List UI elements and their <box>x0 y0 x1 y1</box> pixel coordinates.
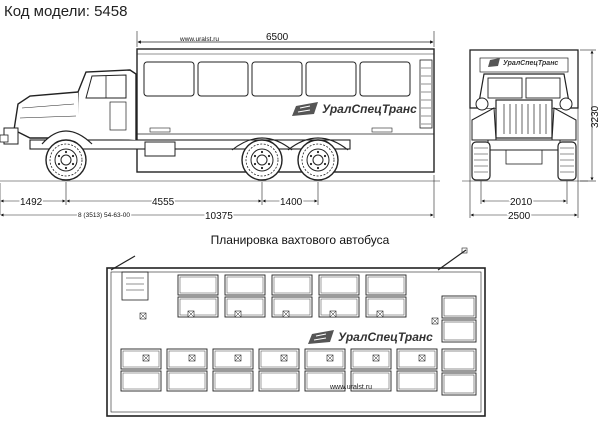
dim-width: 2500 <box>508 211 531 222</box>
dim-wheelbase-rear: 1400 <box>280 197 303 208</box>
cab <box>77 69 137 140</box>
dim-front-overhang: 1492 <box>20 197 43 208</box>
front-left-tyre <box>471 141 491 181</box>
side-view <box>0 48 435 173</box>
dim-track: 2010 <box>510 197 533 208</box>
dim-height: 3230 <box>590 105 600 128</box>
side-brand-text: УралСпецТранс <box>322 102 417 116</box>
model-code: 5458 <box>94 3 128 20</box>
dim-body-length: 6500 <box>266 32 289 43</box>
front-brand-logo: УралСпецТранс <box>488 58 558 67</box>
phone-number: 8 (3513) 54-63-00 <box>78 212 130 219</box>
side-brand-logo: УралСпецТранс <box>292 102 417 116</box>
plan-brand-logo: УралСпецТранс <box>308 330 433 344</box>
side-dimensions <box>0 175 435 218</box>
body-window <box>251 61 303 97</box>
front-grille <box>495 99 553 139</box>
side-website: www.uralst.ru <box>179 36 219 43</box>
seats-top-row <box>139 275 406 320</box>
seats-rear <box>431 295 477 396</box>
plan-brand-text: УралСпецТранс <box>338 330 433 344</box>
body-window <box>359 61 411 97</box>
model-label: Код модели: <box>4 3 90 20</box>
front-brand-text: УралСпецТранс <box>503 60 558 67</box>
front-view <box>462 49 588 182</box>
hood <box>13 91 80 139</box>
dim-total-length: 10375 <box>205 211 233 222</box>
front-right-tyre <box>557 141 577 181</box>
front-dimensions <box>469 49 596 218</box>
bus-body <box>136 48 435 173</box>
plan-website: www.uralst.ru <box>329 384 372 391</box>
body-window <box>143 61 195 97</box>
body-window <box>197 61 249 97</box>
body-window <box>305 61 357 97</box>
model-code-header: Код модели: 5458 <box>4 3 127 20</box>
dim-wheelbase-front: 4555 <box>152 197 175 208</box>
layout-title: Планировка вахтового автобуса <box>210 233 390 247</box>
